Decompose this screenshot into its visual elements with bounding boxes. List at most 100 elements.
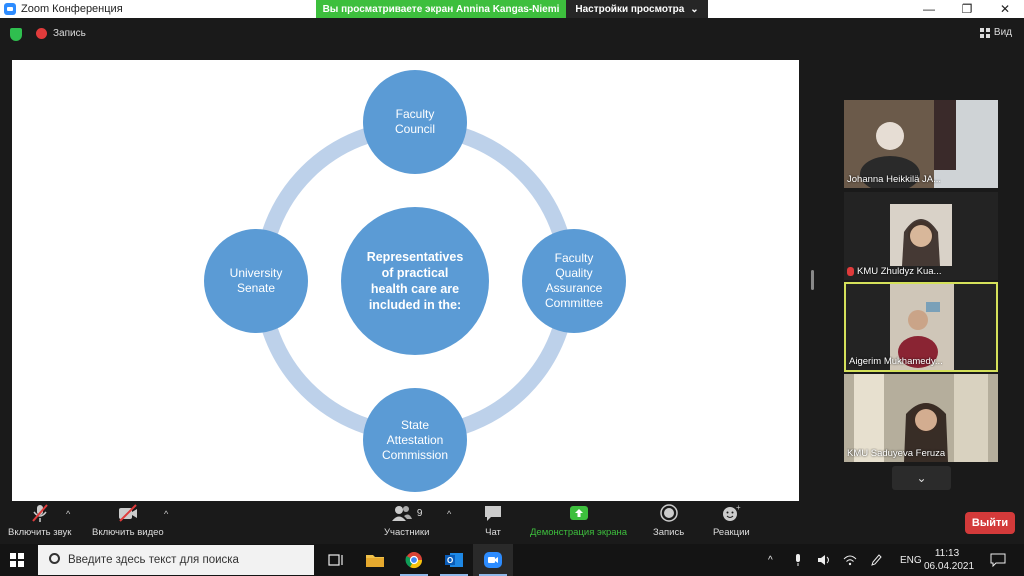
participant-name: Johanna Heikkilä JA... — [847, 174, 941, 185]
screen-share-banner: Вы просматриваете экран Annina Kangas-Ni… — [316, 0, 566, 18]
record-button[interactable]: Запись — [653, 503, 684, 538]
audio-options-caret-icon[interactable]: ^ — [66, 509, 71, 519]
task-view-icon[interactable] — [316, 544, 356, 576]
center-line: Representatives — [366, 250, 464, 264]
shared-screen: Representatives of practical health care… — [12, 60, 799, 501]
center-line: of practical — [381, 266, 449, 280]
participant-video — [846, 284, 996, 370]
node-line: Assurance — [545, 281, 603, 295]
node-line: Faculty — [395, 107, 435, 121]
center-text: Representatives of practical health care… — [341, 244, 489, 318]
participant-tile[interactable]: KMU Saduyeva Feruza — [844, 374, 998, 462]
node-quality-committee — [522, 229, 626, 333]
close-button[interactable]: ✕ — [999, 2, 1011, 16]
participants-count: 9 — [416, 507, 423, 519]
cycle-diagram — [204, 70, 626, 492]
participant-tile[interactable]: Johanna Heikkilä JA... — [844, 100, 998, 188]
minimize-button[interactable]: — — [923, 2, 935, 16]
zoom-taskbar-icon[interactable] — [473, 544, 513, 576]
center-line: health care are — [370, 282, 460, 296]
chevron-down-icon: ⌄ — [916, 471, 927, 485]
microphone-icon[interactable] — [793, 544, 803, 576]
state-commission-label: State Attestation Commission — [363, 410, 467, 470]
center-circle — [341, 207, 489, 355]
meeting-toolbar: Включить звук ^ Включить видео ^ 9 Участ… — [0, 501, 1024, 544]
node-line: Faculty — [554, 251, 594, 265]
chrome-icon[interactable] — [394, 544, 434, 576]
video-options-caret-icon[interactable]: ^ — [164, 509, 169, 519]
zoom-logo-icon — [4, 3, 16, 15]
clock-time: 11:13 — [934, 548, 960, 559]
start-video-button[interactable]: Включить видео — [92, 503, 164, 538]
maximize-button[interactable]: ❐ — [961, 2, 973, 16]
panel-splitter-handle[interactable] — [811, 270, 814, 290]
chat-icon — [483, 503, 503, 523]
input-language[interactable]: ENG — [900, 554, 922, 566]
clock-date: 06.04.2021 — [924, 561, 975, 572]
participants-label: Участники — [384, 527, 430, 538]
share-screen-icon — [568, 503, 590, 523]
volume-icon[interactable] — [817, 544, 831, 576]
view-settings-menu[interactable]: Настройки просмотра ⌄ — [566, 0, 708, 18]
microphone-muted-icon — [30, 503, 50, 523]
file-explorer-icon[interactable] — [355, 544, 395, 576]
taskbar-clock[interactable]: 11:13 06.04.2021 — [924, 547, 975, 573]
participant-tile-active[interactable]: Aigerim Mukhamedy... — [844, 282, 998, 372]
wifi-icon[interactable] — [843, 544, 857, 576]
chat-button[interactable]: Чат — [483, 503, 503, 538]
faculty-council-label: Faculty Council — [363, 92, 467, 152]
participants-button[interactable]: 9 Участники — [384, 503, 429, 538]
show-hidden-icons-icon[interactable]: ^ — [768, 554, 773, 566]
chevron-down-icon: ⌄ — [690, 3, 699, 15]
reactions-button[interactable]: + Реакции — [713, 503, 750, 538]
participant-name-text: KMU Zhuldyz Kua... — [857, 266, 942, 277]
share-screen-button[interactable]: Демонстрация экрана — [530, 503, 627, 538]
record-label: Запись — [653, 527, 685, 538]
node-university-senate — [204, 229, 308, 333]
emoji-plus-icon: + — [720, 503, 742, 523]
record-icon — [659, 503, 679, 523]
participant-name: Aigerim Mukhamedy... — [849, 356, 943, 367]
unmute-button[interactable]: Включить звук — [8, 503, 71, 538]
title-bar: Zoom Конференция Вы просматриваете экран… — [0, 0, 1024, 18]
windows-taskbar: Введите здесь текст для поиска O ^ — [0, 544, 1024, 576]
participant-video — [844, 192, 998, 280]
node-line: Senate — [236, 281, 276, 295]
participants-options-caret-icon[interactable]: ^ — [447, 509, 452, 519]
notifications-icon[interactable] — [990, 544, 1006, 576]
video-off-icon — [117, 503, 139, 523]
app-title: Zoom Конференция — [0, 3, 123, 15]
view-settings-label: Настройки просмотра — [575, 3, 685, 15]
participants-icon: 9 — [391, 503, 423, 523]
node-line: Council — [394, 122, 436, 136]
window-controls: — ❐ ✕ — [910, 0, 1024, 18]
scroll-participants-down-button[interactable]: ⌄ — [892, 466, 951, 490]
participant-tile[interactable]: KMU Zhuldyz Kua... — [844, 192, 998, 280]
outlook-icon[interactable]: O — [434, 544, 474, 576]
participant-name: KMU Saduyeva Feruza — [847, 448, 945, 459]
svg-text:O: O — [447, 556, 453, 565]
participant-video — [844, 374, 998, 462]
participant-name-text: Johanna Heikkilä JA... — [847, 174, 941, 185]
node-line: Attestation — [386, 432, 444, 447]
participant-name-text: Aigerim Mukhamedy... — [849, 356, 943, 367]
taskbar-search-input[interactable]: Введите здесь текст для поиска — [38, 545, 314, 575]
quality-committee-label: Faculty Quality Assurance Committee — [522, 249, 626, 313]
node-line: State — [400, 417, 429, 432]
university-senate-label: University Senate — [204, 251, 308, 311]
node-faculty-council — [363, 70, 467, 174]
meeting-info-bar: Запись Вид — [0, 18, 1024, 50]
pen-icon[interactable] — [870, 544, 882, 576]
window-title: Zoom Конференция — [21, 3, 123, 15]
windows-start-icon[interactable] — [10, 553, 24, 567]
svg-text:+: + — [736, 503, 741, 512]
recording-label: Запись — [53, 28, 86, 39]
node-line: Commission — [381, 447, 448, 462]
share-screen-label: Демонстрация экрана — [530, 527, 628, 538]
security-shield-icon[interactable] — [10, 28, 22, 41]
chat-label: Чат — [485, 527, 501, 538]
view-button[interactable]: Вид — [979, 27, 1012, 38]
leave-button[interactable]: Выйти — [965, 512, 1015, 534]
center-line: included in the: — [368, 298, 462, 312]
